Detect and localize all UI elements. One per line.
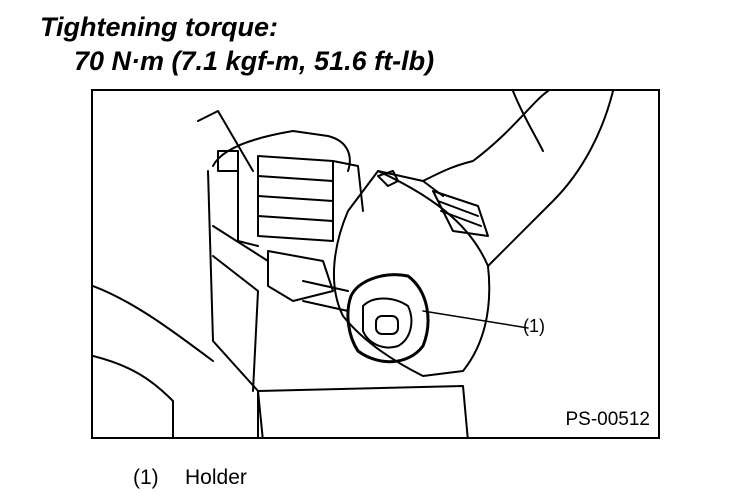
- legend-number: (1): [133, 466, 159, 489]
- torque-label: Tightening torque:: [40, 12, 278, 42]
- figure-code: PS-00512: [565, 409, 650, 430]
- legend-item: (1) Holder: [133, 466, 247, 490]
- wrench-holder-illustration: [93, 91, 614, 437]
- torque-heading: Tightening torque: 70 N·m (7.1 kgf-m, 51…: [40, 10, 434, 78]
- illustration-frame: (1) PS-00512: [91, 89, 660, 439]
- legend-text: Holder: [185, 466, 247, 489]
- torque-value: 70 N·m (7.1 kgf-m, 51.6 ft-lb): [74, 46, 435, 76]
- holder-callout: (1): [523, 316, 545, 336]
